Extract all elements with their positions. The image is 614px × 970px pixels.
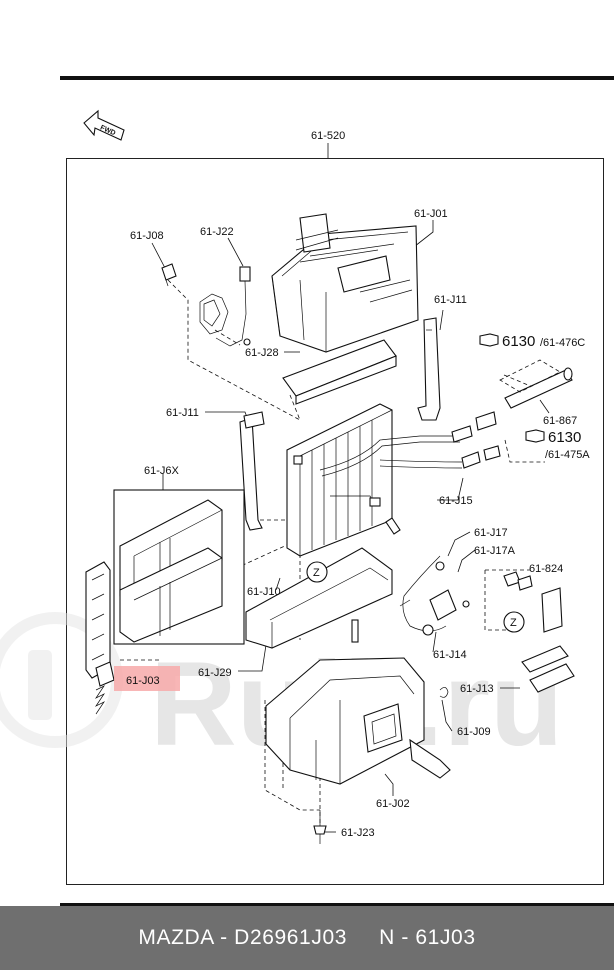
svg-text:Z: Z [313,567,320,579]
label-61-j01: 61-J01 [414,208,448,220]
label-61-j17a: 61-J17A [474,545,516,557]
top-rule [60,76,614,80]
insulator-j13 [521,645,575,693]
label-61-476c: /61-476C [540,337,585,349]
pipe-j867 [499,359,573,409]
label-61-j29: 61-J29 [198,667,232,679]
label-61-j22: 61-J22 [200,226,234,238]
sensor-wire-j22 [199,266,251,347]
label-61-j13: 61-J13 [460,683,494,695]
evaporator-j10 [286,403,463,557]
bracket-j11-right [417,317,441,421]
highlight-j03 [114,666,180,691]
label-61-j11-right: 61-J11 [434,294,467,306]
label-61-j15: 61-J15 [439,495,473,507]
label-61-j02: 61-J02 [376,798,410,810]
bottom-rule [60,903,614,906]
part-number-caption: MAZDA - D26961J03 N - 61J03 [138,926,476,949]
fwd-arrow-icon: FWD [83,109,125,141]
label-61-j11-left: 61-J11 [166,407,199,419]
label-61-j14: 61-J14 [433,649,467,661]
label-61-j09: 61-J09 [457,726,491,738]
label-61-j10: 61-J10 [247,586,281,598]
svg-text:Z: Z [510,617,517,629]
upper-case-j01 [271,213,419,353]
cushion-j28 [282,339,397,405]
pipe-connectors [451,411,501,469]
filter-box-j6x [113,489,245,645]
label-61-j28: 61-J28 [245,347,279,359]
side-cover-j03 [85,561,115,687]
label-61-j17: 61-J17 [474,527,508,539]
bracket-j11-left [239,411,265,531]
label-61-520: 61-520 [311,130,345,142]
footer-bar: MAZDA - D26961J03 N - 61J03 [0,906,614,970]
part-labels: 61-520 61-J01 61-J08 61-J22 61-J11 6130 … [126,130,590,839]
lower-duct-j29 [245,547,393,649]
parts-diagram: Rulli.ru FWD [0,109,590,844]
label-61-j08: 61-J08 [130,230,164,242]
label-61-867: 61-867 [543,415,577,427]
screw-j23 [313,810,327,844]
seal-j824 [503,571,563,633]
label-61-j23: 61-J23 [341,827,375,839]
label-61-475a: /61-475A [545,449,590,461]
lower-case-j02 [265,619,451,785]
clip-j08 [161,263,177,287]
label-61-824: 61-824 [529,563,563,575]
label-61-j6x: 61-J6X [144,465,180,477]
zone-z-marker-right: Z [503,611,525,633]
label-6130-a: 6130 [502,333,535,350]
clip-j09 [439,687,449,698]
ref-arrow-icons [479,333,545,443]
expansion-valve-j14 [399,555,470,636]
label-6130-b: 6130 [548,429,581,446]
label-61-j03: 61-J03 [126,675,160,687]
diagram-frame [66,158,604,885]
zone-z-marker-left: Z [306,561,328,583]
spring-part [94,685,106,715]
